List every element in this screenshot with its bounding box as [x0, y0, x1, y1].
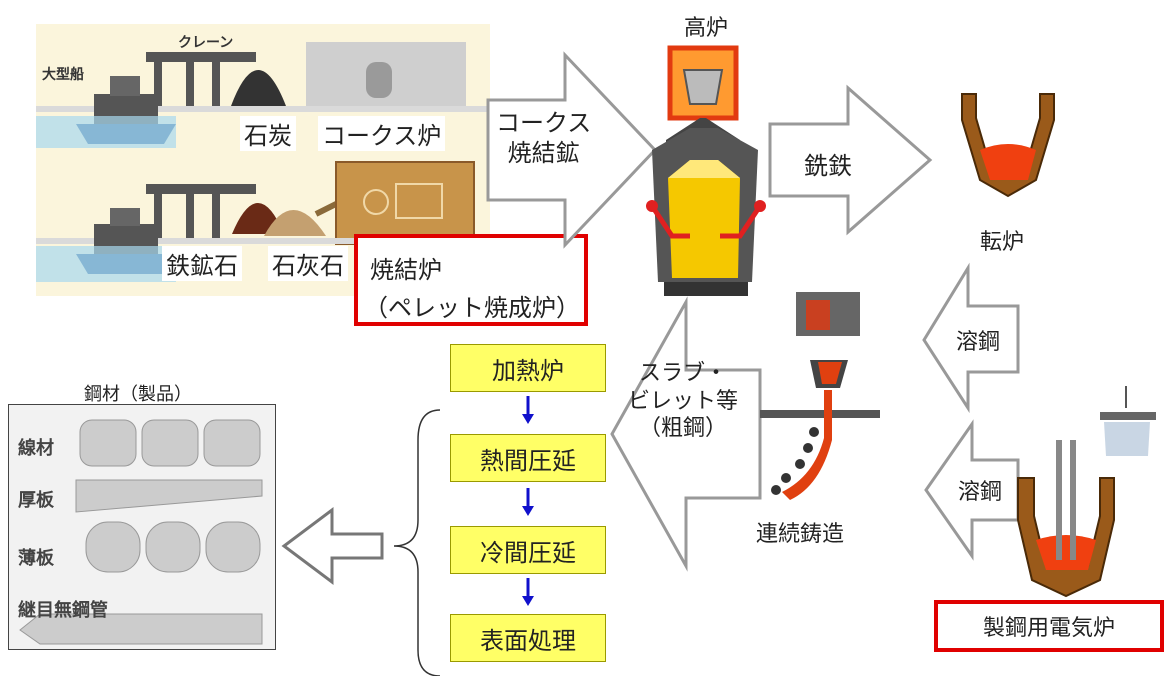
- limestone-pile-icon: [264, 210, 326, 236]
- wire-coil-icon: [203, 419, 261, 467]
- converter-label: 転炉: [980, 230, 1025, 255]
- pipe-icon: [19, 613, 263, 645]
- sheet-coil-icon: [205, 521, 261, 573]
- sinter-furnace-box: 焼結炉 （ペレット焼成炉）: [354, 234, 588, 326]
- molten-steel-top-label: 溶鋼: [956, 330, 1001, 355]
- limestone-label: 石灰石: [268, 246, 348, 281]
- product-seamless-pipe-label: 継目無鋼管: [18, 600, 108, 621]
- crane-label: クレーン: [178, 35, 234, 51]
- continuous-caster-icon: [760, 292, 880, 500]
- sheet-coil-icon: [145, 521, 201, 573]
- process-step-surface-treatment: 表面処理: [450, 614, 606, 662]
- process-step-hot-rolling: 熱間圧延: [450, 434, 606, 482]
- plate-icon: [75, 479, 263, 513]
- crane-leg: [212, 62, 220, 112]
- converter-icon: [961, 93, 1055, 198]
- products-illustration: [19, 419, 263, 645]
- coal-pile-icon: [231, 70, 286, 106]
- arrow-coke-sinter: [486, 51, 658, 249]
- iron-ore-label: 鉄鉱石: [162, 246, 242, 281]
- large-ship-label: 大型船: [42, 67, 84, 83]
- process-step-cold-rolling: 冷間圧延: [450, 526, 606, 574]
- product-sheet-label: 薄板: [18, 548, 54, 569]
- arrow-molten-steel-bottom: [924, 419, 1020, 561]
- blast-furnace-icon: [646, 45, 766, 296]
- water: [36, 116, 176, 148]
- eaf-label: 製鋼用電気炉: [982, 616, 1115, 641]
- sinter-plant-icon: [335, 161, 475, 245]
- arrow-coke-label: コークス 焼結鉱: [496, 109, 592, 167]
- wire-coil-icon: [141, 419, 199, 467]
- coal-label: 石炭: [240, 116, 296, 151]
- arrow-to-products: [281, 507, 384, 585]
- process-brace: [393, 409, 441, 676]
- continuous-casting-label: 連続鋳造: [756, 522, 845, 547]
- raw-materials-illustration: [36, 42, 490, 282]
- scrap-icon: [1104, 422, 1150, 456]
- arrow-molten-steel-top: [922, 262, 1020, 414]
- product-wire-rod-label: 線材: [18, 438, 54, 459]
- crane-leg: [154, 62, 162, 112]
- pig-iron-label: 銑鉄: [804, 152, 852, 180]
- raw-materials-panel: [36, 24, 490, 296]
- eaf-box: 製鋼用電気炉: [934, 600, 1164, 652]
- crane-beam-bottom: [146, 184, 256, 194]
- sheet-coil-icon: [85, 521, 141, 573]
- slab-billet-label: スラブ・ ビレット等 （粗鋼）: [628, 361, 739, 441]
- molten-steel-bottom-label: 溶鋼: [958, 480, 1003, 505]
- wire-coil-icon: [79, 419, 137, 467]
- blast-furnace-label: 高炉: [684, 16, 729, 41]
- coke-oven-label: コークス炉: [318, 116, 446, 151]
- process-step-heating-furnace: 加熱炉: [450, 344, 606, 392]
- arrow-slab-billet: [610, 296, 762, 572]
- crane-beam-top: [146, 52, 256, 62]
- products-title: 鋼材（製品）: [84, 384, 192, 405]
- crane-leg: [186, 62, 194, 112]
- product-plate-label: 厚板: [18, 490, 54, 511]
- electric-arc-furnace-icon: [1017, 386, 1156, 598]
- sinter-furnace-label: 焼結炉: [370, 256, 442, 284]
- pellet-firing-label: （ペレット焼成炉）: [364, 294, 580, 322]
- arrow-pig-iron: [768, 84, 933, 236]
